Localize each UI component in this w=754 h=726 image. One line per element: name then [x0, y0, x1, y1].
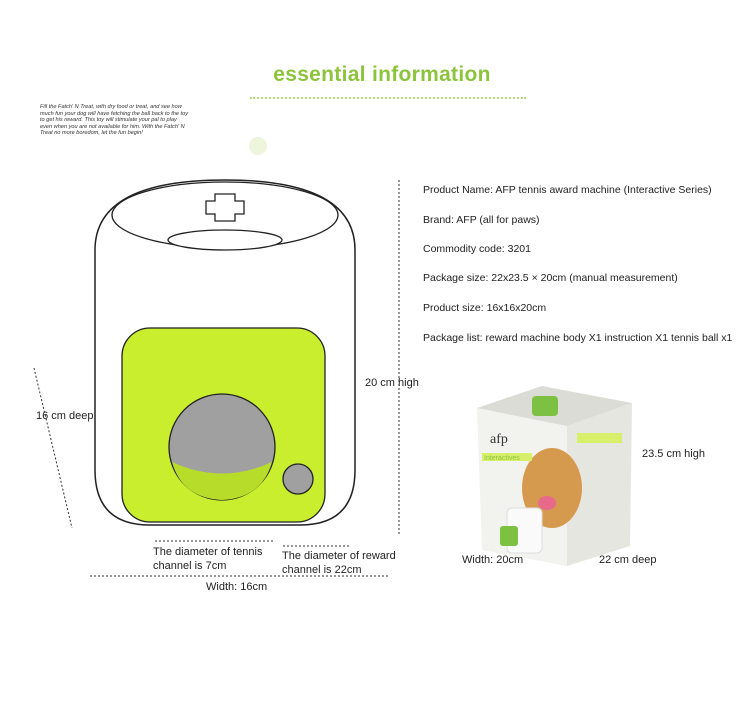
box-top-machine	[532, 396, 558, 416]
decorative-dot	[249, 137, 267, 155]
afp-logo: afp	[490, 432, 508, 447]
spec-product-name: Product Name: AFP tennis award machine (…	[423, 184, 712, 196]
dog-tongue	[538, 496, 556, 510]
spec-brand: Brand: AFP (all for paws)	[423, 214, 540, 226]
series-text: Interactives	[484, 455, 520, 462]
box-side-face	[567, 403, 632, 566]
tennis-channel-floor	[172, 462, 272, 500]
package-height-label: 23.5 cm high	[642, 448, 705, 460]
box-side-band	[577, 433, 622, 443]
depth-label: 16 cm deep	[36, 410, 94, 422]
depth-dimension-line	[33, 367, 73, 529]
spec-commodity-code: Commodity code: 3201	[423, 243, 531, 255]
product-blurb: Fill the Fatch' N Treat, with dry food o…	[40, 104, 189, 137]
spec-product-size: Product size: 16x16x20cm	[423, 302, 547, 314]
package-photo: Interactives afp	[477, 386, 632, 566]
package-depth-label: 22 cm deep	[599, 554, 657, 566]
reward-channel-label: The diameter of reward channel is 22cm	[282, 550, 396, 576]
title-divider	[250, 97, 526, 99]
spec-package-size: Package size: 22x23.5 × 20cm (manual mea…	[423, 272, 678, 284]
reward-channel	[282, 463, 314, 495]
spec-package-list: Package list: reward machine body X1 ins…	[423, 332, 733, 344]
machine-top-opening	[167, 229, 283, 251]
tennis-channel-label: The diameter of tennis channel is 7cm	[153, 546, 263, 572]
section-title: essential information	[273, 63, 491, 86]
cross-slot-icon	[205, 193, 245, 222]
height-label: 20 cm high	[365, 377, 419, 389]
box-machine-green	[500, 526, 518, 546]
box-series-band	[482, 453, 532, 461]
width-label: Width: 16cm	[206, 581, 268, 593]
package-width-label: Width: 20cm	[462, 554, 524, 566]
